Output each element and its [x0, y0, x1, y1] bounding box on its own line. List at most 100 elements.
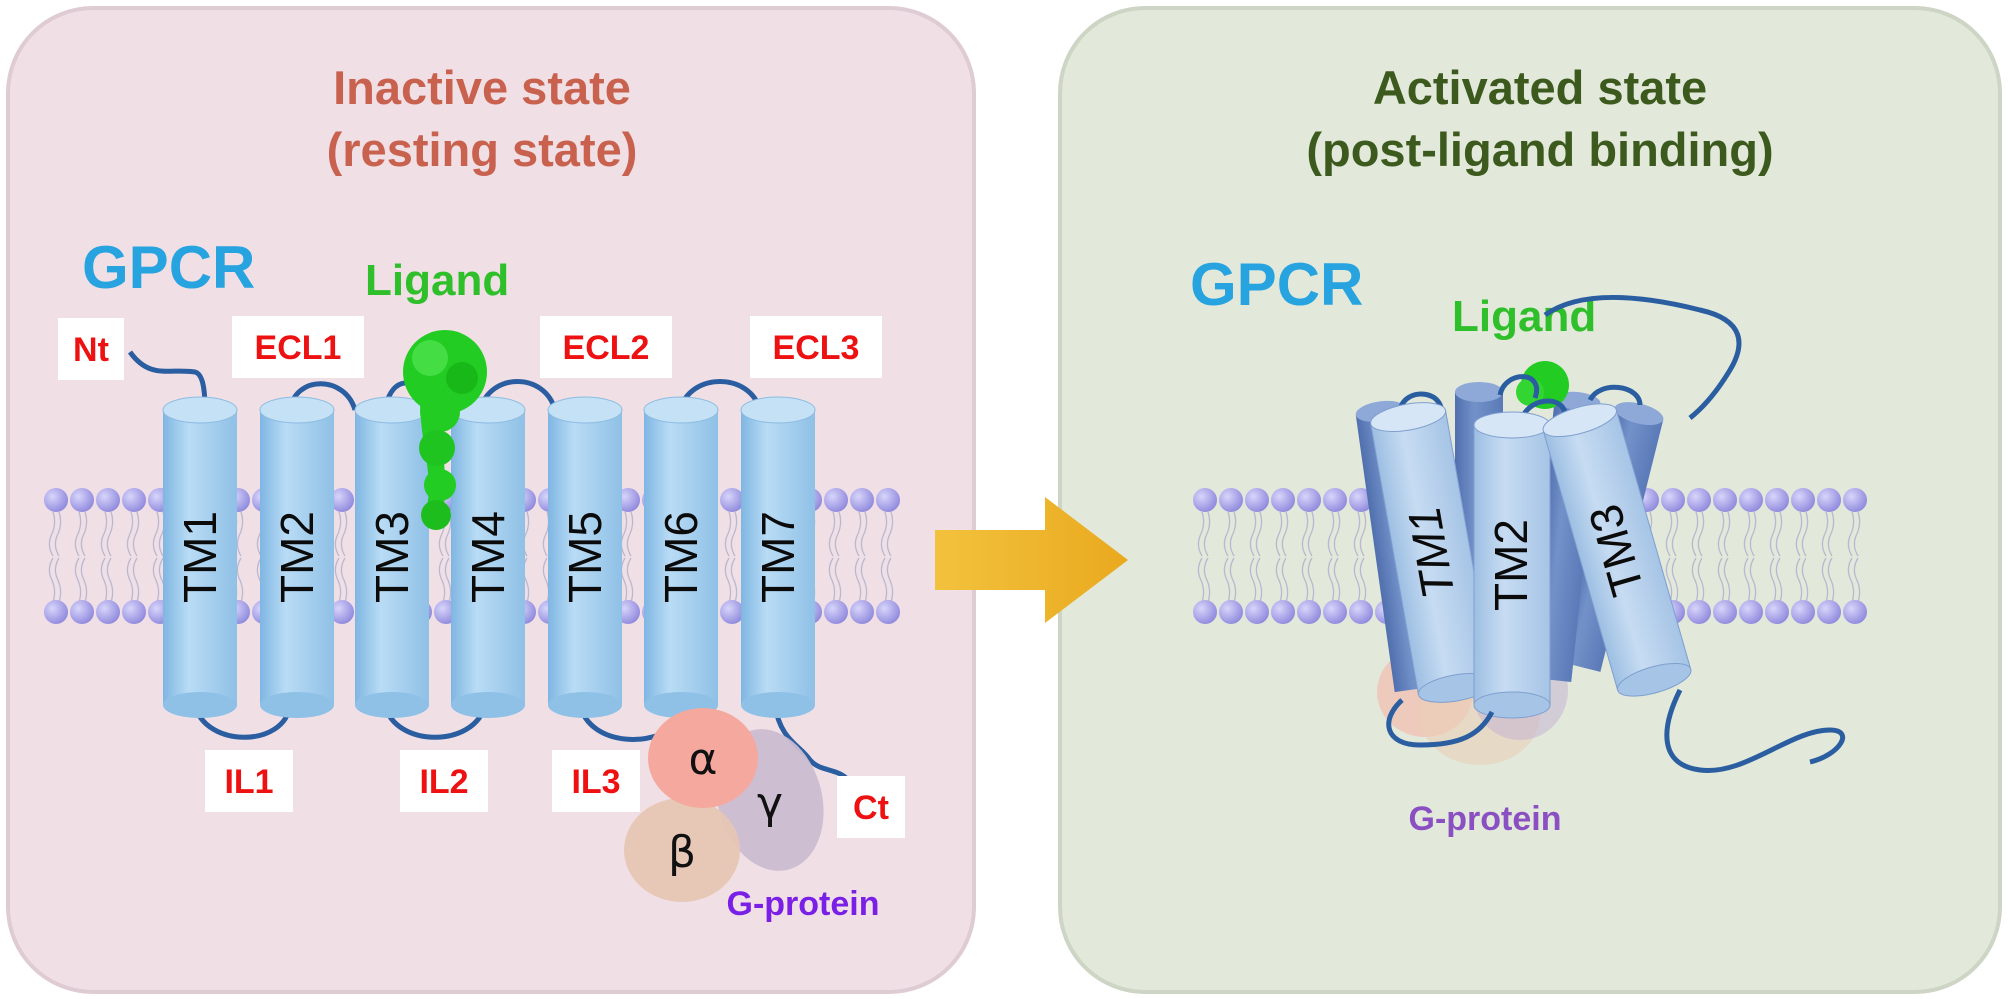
- inactive-lipid-tail: [880, 557, 894, 603]
- inactive-lipid-head: [122, 488, 146, 512]
- g-protein-inactive: α β γ G-protein: [624, 708, 879, 923]
- active-lipid-tail: [1275, 557, 1289, 603]
- g-protein-label-active: G-protein: [1409, 800, 1562, 838]
- active-lipid-head: [1271, 600, 1295, 624]
- tm-label-3: TM3: [366, 511, 418, 603]
- tm-label-4: TM4: [462, 511, 514, 603]
- inactive-lipid-tail: [74, 557, 88, 603]
- inactive-lipid-tail: [334, 557, 348, 603]
- inactive-lipid-tail: [100, 511, 114, 557]
- tm-helix-active-3: TM3: [1542, 403, 1692, 697]
- inactive-lipid-tail: [828, 511, 842, 557]
- tm-label-active-2: TM2: [1485, 519, 1537, 611]
- active-lipid-tail: [1717, 557, 1731, 603]
- active-lipid-tail: [1769, 511, 1783, 557]
- beta-subunit: [624, 798, 740, 902]
- active-lipid-head: [1791, 488, 1815, 512]
- active-lipid-head: [1297, 488, 1321, 512]
- active-lipid-tail: [1301, 557, 1315, 603]
- tm-helix-4: TM4: [450, 396, 526, 718]
- active-lipid-head: [1245, 488, 1269, 512]
- inactive-lipid-tail: [854, 557, 868, 603]
- inactive-lipid-tail: [724, 511, 738, 557]
- active-lipid-tail: [1197, 557, 1211, 603]
- transition-arrow: [935, 497, 1128, 623]
- inactive-lipid-head: [720, 600, 744, 624]
- tm-helix-1: TM1: [162, 396, 238, 718]
- active-lipid-tail: [1223, 557, 1237, 603]
- tm-label-5: TM5: [559, 511, 611, 603]
- gamma-label: γ: [757, 778, 783, 829]
- inactive-lipid-head: [70, 600, 94, 624]
- tm-helix-2: TM2: [259, 396, 335, 718]
- inactive-lipid-tail: [126, 511, 140, 557]
- inactive-lipid-head: [122, 600, 146, 624]
- active-lipid-tail: [1821, 511, 1835, 557]
- active-lipid-tail: [1743, 557, 1757, 603]
- active-lipid-head: [1687, 488, 1711, 512]
- tm-label-2: TM2: [271, 511, 323, 603]
- active-lipid-head: [1765, 600, 1789, 624]
- active-lipid-tail: [1249, 557, 1263, 603]
- il3-label: IL3: [571, 763, 620, 801]
- active-lipid-tail: [1223, 511, 1237, 557]
- ligand-molecule-inactive: [403, 330, 487, 530]
- inactive-lipid-tail: [48, 557, 62, 603]
- active-title-line1: Activated state: [1373, 61, 1707, 114]
- active-lipid-head: [1323, 600, 1347, 624]
- nt-tail: [127, 350, 208, 411]
- alpha-label: α: [688, 734, 717, 785]
- nt-tail-active: [1543, 295, 1742, 420]
- inactive-lipid-head: [720, 488, 744, 512]
- alpha-subunit: [648, 708, 758, 808]
- ecl3-label: ECL3: [773, 329, 860, 367]
- active-lipid-head: [1193, 488, 1217, 512]
- active-lipid-tail: [1847, 557, 1861, 603]
- inactive-lipid-head: [850, 600, 874, 624]
- active-lipid-tail: [1353, 511, 1367, 557]
- active-lipid-head: [1661, 488, 1685, 512]
- inactive-lipid-tail: [438, 557, 452, 603]
- active-title-line2: (post-ligand binding): [1306, 123, 1773, 176]
- active-lipid-head: [1843, 488, 1867, 512]
- tm-helix-active-1: TM1: [1370, 402, 1494, 703]
- inactive-lipid-tail: [854, 511, 868, 557]
- active-lipid-head: [1219, 488, 1243, 512]
- active-lipid-head: [1713, 600, 1737, 624]
- inactive-lipid-tail: [828, 557, 842, 603]
- ct-tail: [772, 704, 850, 782]
- active-lipid-head: [1817, 488, 1841, 512]
- tm-helix-5: TM5: [547, 396, 623, 718]
- inactive-lipid-tail: [620, 511, 634, 557]
- active-lipid-tail: [1665, 511, 1679, 557]
- inactive-lipid-tail: [620, 557, 634, 603]
- active-lipid-tail: [1769, 557, 1783, 603]
- active-lipid-head: [1245, 600, 1269, 624]
- tm-label-6: TM6: [655, 511, 707, 603]
- active-lipid-tail: [1275, 511, 1289, 557]
- tm-helix-7: TM7: [740, 396, 816, 718]
- inactive-lipid-tail: [126, 557, 140, 603]
- inactive-lipid-head: [330, 600, 354, 624]
- active-lipid-head: [1739, 600, 1763, 624]
- active-lipid-tail: [1327, 557, 1341, 603]
- active-lipid-head: [1765, 488, 1789, 512]
- inactive-title-line1: Inactive state: [333, 61, 631, 114]
- tm-helices-inactive: TM1 TM2 TM3 TM4 TM5 TM6 TM7: [162, 396, 816, 718]
- inactive-lipid-head: [824, 600, 848, 624]
- active-lipid-tail: [1847, 511, 1861, 557]
- active-lipid-tail: [1691, 511, 1705, 557]
- active-lipid-head: [1297, 600, 1321, 624]
- gpcr-label-inactive: GPCR: [82, 234, 255, 301]
- inactive-lipid-head: [96, 600, 120, 624]
- gpcr-label-active: GPCR: [1190, 251, 1363, 318]
- tm-helix-6: TM6: [643, 396, 719, 718]
- active-lipid-head: [1791, 600, 1815, 624]
- tm-label-1: TM1: [174, 511, 226, 603]
- inactive-lipid-tail: [880, 511, 894, 557]
- inactive-lipid-head: [876, 488, 900, 512]
- active-lipid-tail: [1795, 557, 1809, 603]
- inactive-lipid-head: [44, 488, 68, 512]
- active-lipid-tail: [1743, 511, 1757, 557]
